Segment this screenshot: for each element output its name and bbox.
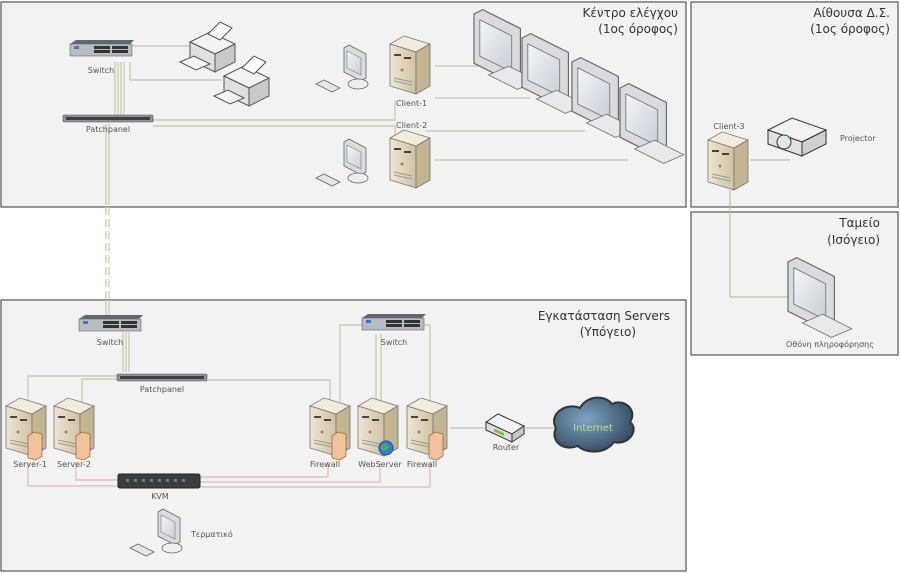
printer-2[interactable] [212, 55, 271, 107]
inter-floor-link [105, 207, 110, 300]
room-subtitle-server: (Υπόγειο) [580, 325, 636, 339]
switch-server-right[interactable] [361, 313, 427, 331]
room-title-cashier: Ταμείο [838, 216, 880, 230]
patchpanel-top[interactable] [62, 114, 154, 123]
switch-server-left[interactable] [78, 314, 144, 332]
server-2-label: Server-2 [57, 460, 91, 469]
patchpanel-bottom[interactable] [116, 373, 208, 382]
webserver-label: WebServer [358, 460, 402, 469]
firewall-2-label: Firewall [407, 460, 437, 469]
room-subtitle-control-center: (1ος όροφος) [598, 22, 678, 36]
switch-right-label: Switch [381, 338, 407, 347]
client-1-tower[interactable] [389, 35, 431, 95]
internet-cloud[interactable]: Internet [553, 396, 635, 453]
patchpanel-bottom-label: Patchpanel [140, 385, 184, 394]
kvm-switch[interactable] [117, 473, 201, 489]
info-display-label: Οθόνη πληροφόρησης [786, 339, 874, 349]
switch-left-label: Switch [97, 338, 123, 347]
switch-top-label: Switch [88, 66, 114, 75]
room-title-server: Εγκατάσταση Servers [538, 309, 670, 323]
cables-server-room [27, 300, 556, 488]
firewall-1-label: Firewall [310, 460, 340, 469]
client-1-label: Client-1 [396, 99, 427, 108]
router[interactable] [484, 413, 526, 443]
projector-label: Projector [840, 134, 876, 143]
printer-1[interactable] [178, 21, 237, 73]
client-2-tower[interactable] [389, 129, 431, 189]
patchpanel-top-label: Patchpanel [86, 125, 130, 134]
room-subtitle-board-room: (1ος όροφος) [810, 22, 890, 36]
cables-control-center [105, 45, 628, 205]
cables-board-cashier [729, 159, 790, 298]
kvm-label: KVM [151, 492, 169, 501]
webserver[interactable] [357, 397, 399, 457]
room-subtitle-cashier: (Ισόγειο) [827, 233, 880, 247]
internet-label: Internet [573, 423, 613, 434]
router-label: Router [493, 443, 520, 452]
server-1-label: Server-1 [13, 460, 47, 469]
room-title-control-center: Κέντρο ελέγχου [583, 6, 679, 20]
terminal-label: Τερματικό [190, 529, 233, 539]
room-title-board-room: Αίθουσα Δ.Σ. [813, 6, 890, 20]
client-3-tower[interactable] [707, 131, 749, 191]
client-2-label: Client-2 [396, 121, 427, 130]
projector[interactable] [766, 117, 828, 157]
client-3-label: Client-3 [713, 122, 744, 131]
switch-top[interactable] [69, 39, 135, 57]
